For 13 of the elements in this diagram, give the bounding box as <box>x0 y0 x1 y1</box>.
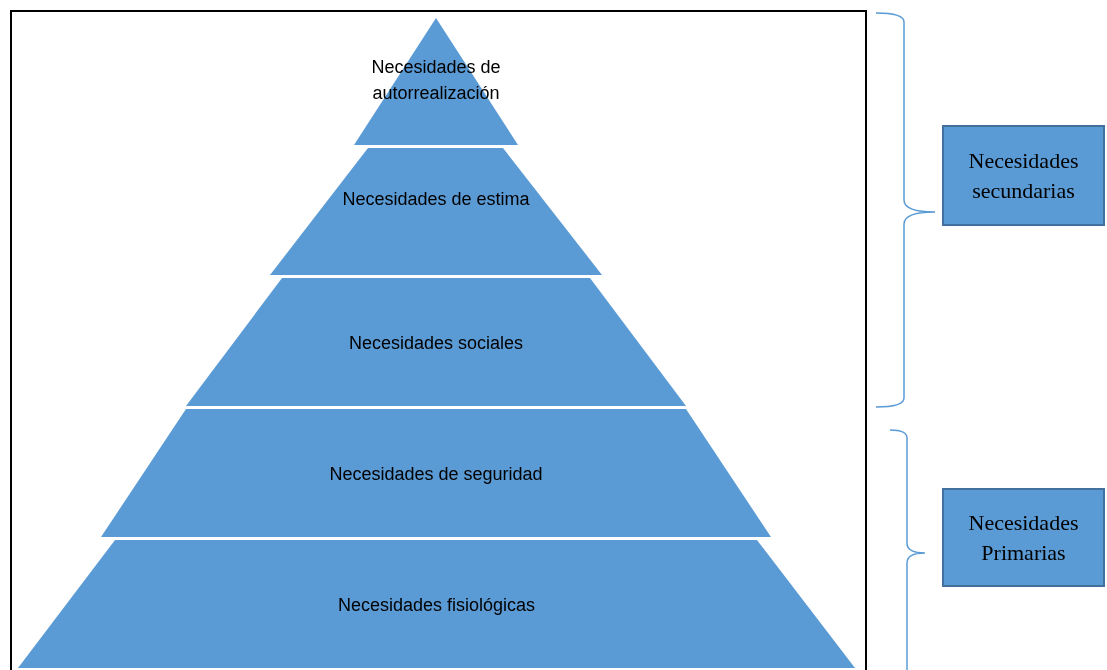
pyramid-level <box>270 148 602 275</box>
pyramid-level <box>18 540 855 668</box>
pyramid-level <box>354 18 518 145</box>
level-label: Necesidades de seguridad <box>328 463 544 486</box>
level-label: Necesidades sociales <box>347 332 525 355</box>
pyramid-level <box>186 278 686 406</box>
level-label: Necesidades de estima <box>341 188 531 211</box>
category-box <box>942 125 1105 226</box>
level-label: Necesidades fisiológicas <box>336 594 537 617</box>
category-box <box>942 488 1105 587</box>
category-label: Necesidades secundarias <box>967 146 1080 205</box>
category-label: Necesidades Primarias <box>967 508 1080 567</box>
pyramid-level <box>101 409 771 537</box>
